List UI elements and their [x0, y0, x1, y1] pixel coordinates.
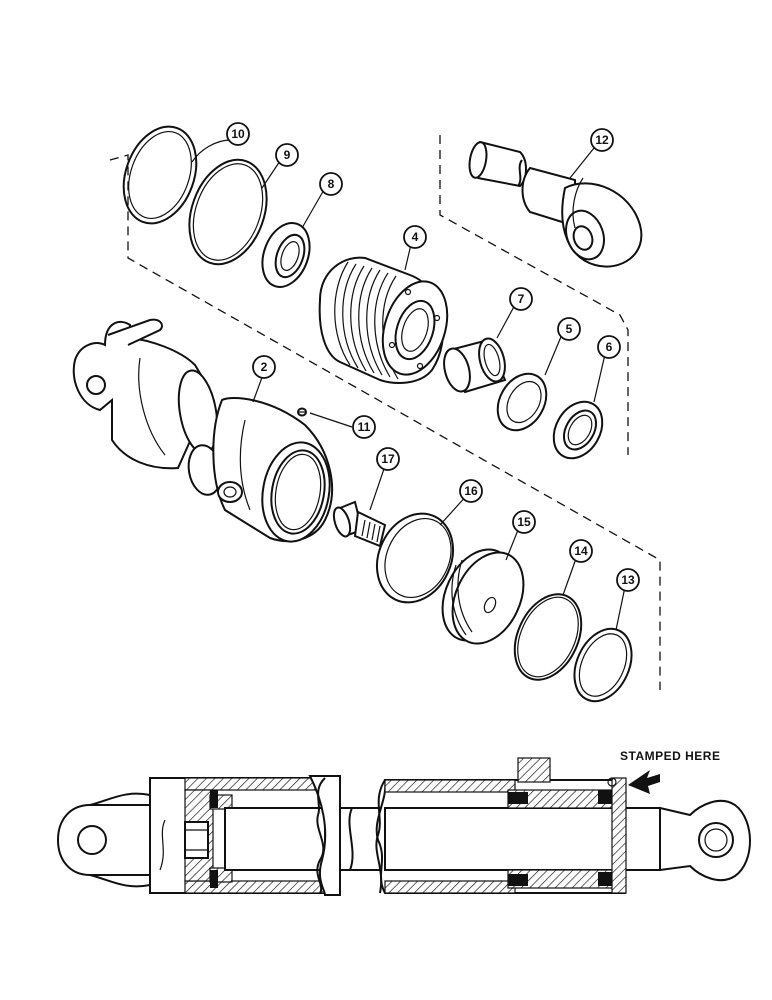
part-17-bolt	[332, 500, 387, 548]
part-16-backup-ring	[376, 512, 454, 604]
part-9-o-ring	[188, 158, 268, 266]
svg-text:11: 11	[358, 420, 371, 434]
callout-17: 17	[376, 447, 400, 471]
callout-7: 7	[509, 287, 533, 311]
svg-text:8: 8	[328, 177, 335, 191]
stamped-here-annotation: STAMPED HERE	[620, 749, 720, 794]
svg-text:5: 5	[566, 322, 573, 336]
svg-text:10: 10	[231, 127, 245, 141]
callout-5: 5	[557, 317, 581, 341]
part-7-bushing	[443, 337, 507, 394]
part-10-snap-ring	[122, 125, 198, 225]
part-14-o-ring	[513, 593, 583, 681]
part-15-piston	[441, 548, 525, 645]
part-11-set-screw	[297, 407, 307, 417]
part-12-piston-rod	[468, 140, 643, 268]
svg-text:4: 4	[412, 230, 419, 244]
cylinder-cross-section	[56, 757, 751, 896]
part-5-seal-ring	[496, 372, 548, 432]
svg-text:16: 16	[464, 484, 478, 498]
svg-text:15: 15	[517, 515, 531, 529]
part-6-wiper	[552, 400, 604, 460]
group-outline-left	[109, 154, 661, 690]
callout-10: 10	[226, 122, 250, 146]
callout-6: 6	[597, 335, 621, 359]
callout-16: 16	[459, 479, 483, 503]
part-4-gland	[318, 256, 449, 384]
svg-text:13: 13	[621, 573, 635, 587]
callout-12: 12	[590, 128, 614, 152]
svg-text:STAMPED HERE: STAMPED HERE	[620, 749, 720, 763]
callout-8: 8	[319, 172, 343, 196]
svg-text:17: 17	[381, 452, 395, 466]
group-outline-right	[439, 135, 629, 455]
callout-15: 15	[512, 510, 536, 534]
callout-11: 11	[352, 415, 376, 439]
svg-text:7: 7	[518, 292, 525, 306]
callout-2: 2	[252, 355, 276, 379]
callout-13: 13	[616, 568, 640, 592]
callout-4: 4	[403, 225, 427, 249]
svg-text:12: 12	[595, 133, 609, 147]
callout-14: 14	[569, 539, 593, 563]
part-8-seal	[261, 222, 311, 288]
part-13-seal-ring	[573, 627, 633, 703]
callout-9: 9	[275, 143, 299, 167]
svg-text:14: 14	[574, 544, 588, 558]
part-2-cylinder-barrel	[72, 318, 333, 543]
svg-text:2: 2	[261, 360, 268, 374]
svg-text:9: 9	[284, 148, 291, 162]
svg-text:6: 6	[606, 340, 613, 354]
